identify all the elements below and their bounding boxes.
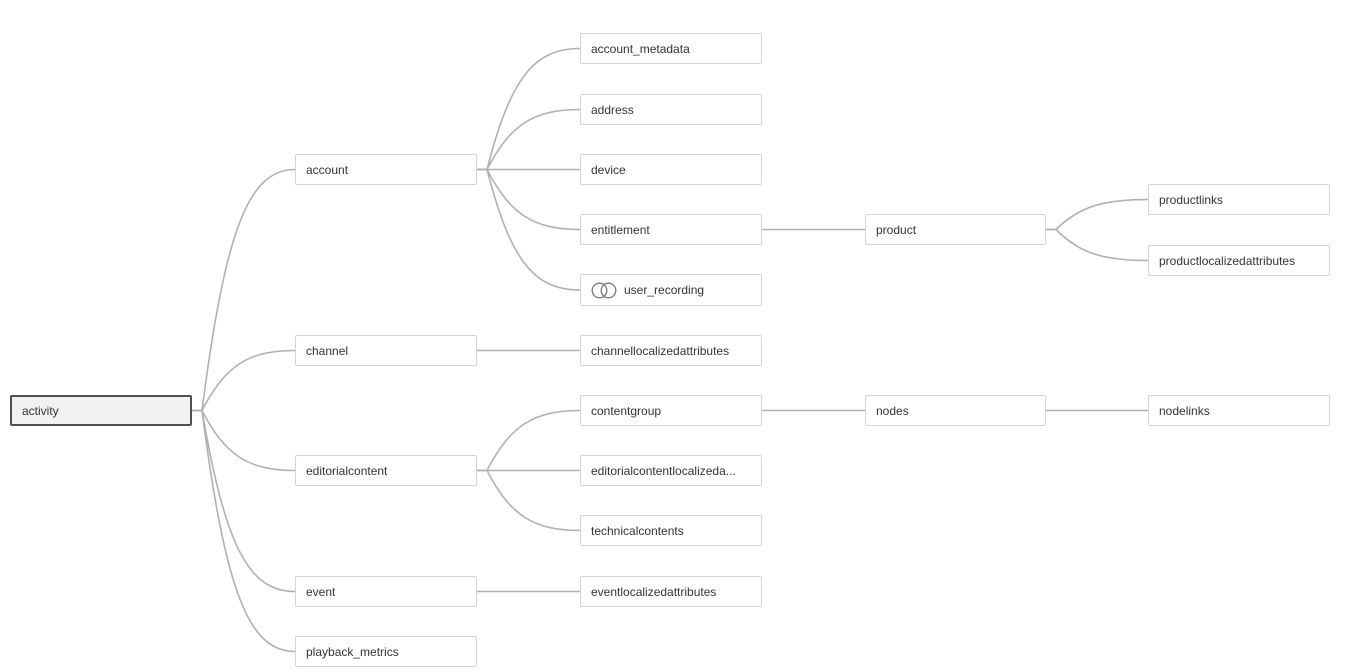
- tree-node-editorialcontent[interactable]: editorialcontent: [295, 455, 477, 486]
- relationship-edge-account-user_recording[interactable]: [477, 168, 581, 291]
- tree-node-label: account_metadata: [591, 41, 690, 56]
- tree-node-event[interactable]: event: [295, 576, 477, 607]
- tree-node-nodes[interactable]: nodes: [865, 395, 1046, 426]
- relationship-edge-product-productlocalizedattributes[interactable]: [1046, 228, 1149, 262]
- relationship-edge-product-productlinks[interactable]: [1046, 198, 1149, 231]
- tree-node-account[interactable]: account: [295, 154, 477, 185]
- tree-node-address[interactable]: address: [580, 94, 762, 125]
- relationship-edge-account-entitlement[interactable]: [477, 168, 581, 231]
- union-icon: [591, 282, 617, 298]
- tree-node-label: playback_metrics: [306, 644, 399, 659]
- tree-node-technicalcontents[interactable]: technicalcontents: [580, 515, 762, 546]
- tree-node-product[interactable]: product: [865, 214, 1046, 245]
- tree-node-label: user_recording: [624, 283, 705, 297]
- relationship-edge-activity-playback_metrics[interactable]: [192, 409, 296, 653]
- tree-node-label: entitlement: [591, 222, 650, 237]
- tree-node-label: technicalcontents: [591, 523, 684, 538]
- tree-node-activity[interactable]: activity: [10, 395, 192, 426]
- tree-node-label: event: [306, 584, 336, 599]
- tree-node-user_recording[interactable]: user_recording: [580, 274, 762, 306]
- relationship-edge-account-address[interactable]: [477, 108, 581, 171]
- relationship-edge-activity-editorialcontent[interactable]: [192, 409, 296, 472]
- relationship-edge-editorialcontent-contentgroup[interactable]: [477, 409, 581, 472]
- relationship-edge-account-account_metadata[interactable]: [477, 47, 581, 171]
- tree-node-nodelinks[interactable]: nodelinks: [1148, 395, 1330, 426]
- tree-node-label: editorialcontentlocalizeda...: [591, 463, 736, 478]
- tree-node-entitlement[interactable]: entitlement: [580, 214, 762, 245]
- relationship-edge-activity-channel[interactable]: [192, 349, 296, 412]
- tree-node-label: editorialcontent: [306, 463, 388, 478]
- tree-node-label: productlinks: [1159, 192, 1224, 207]
- relationship-edge-activity-account[interactable]: [192, 168, 296, 412]
- tree-node-channel[interactable]: channel: [295, 335, 477, 366]
- tree-node-productlinks[interactable]: productlinks: [1148, 184, 1330, 215]
- tree-node-label: eventlocalizedattributes: [591, 584, 717, 599]
- tree-node-label: channellocalizedattributes: [591, 343, 730, 358]
- tree-node-label: productlocalizedattributes: [1159, 253, 1296, 268]
- tree-node-eventlocalizedattributes[interactable]: eventlocalizedattributes: [580, 576, 762, 607]
- tree-node-label: device: [591, 162, 626, 177]
- tree-node-productlocalizedattributes[interactable]: productlocalizedattributes: [1148, 245, 1330, 276]
- tree-node-label: address: [591, 102, 634, 117]
- tree-node-label: contentgroup: [591, 403, 662, 418]
- tree-node-label: nodelinks: [1159, 403, 1210, 418]
- tree-node-account_metadata[interactable]: account_metadata: [580, 33, 762, 64]
- relationship-edge-activity-event[interactable]: [192, 409, 296, 593]
- tree-node-label: nodes: [876, 403, 909, 418]
- tree-node-label: account: [306, 162, 349, 177]
- tree-node-label: channel: [306, 343, 349, 358]
- tree-node-playback_metrics[interactable]: playback_metrics: [295, 636, 477, 667]
- tree-node-label: product: [876, 222, 917, 237]
- relationship-edge-editorialcontent-technicalcontents[interactable]: [477, 469, 581, 532]
- tree-node-label: activity: [22, 403, 59, 418]
- tree-node-device[interactable]: device: [580, 154, 762, 185]
- tree-node-editorialcontentlocalized[interactable]: editorialcontentlocalizeda...: [580, 455, 762, 486]
- tree-node-channellocalizedattributes[interactable]: channellocalizedattributes: [580, 335, 762, 366]
- tree-node-contentgroup[interactable]: contentgroup: [580, 395, 762, 426]
